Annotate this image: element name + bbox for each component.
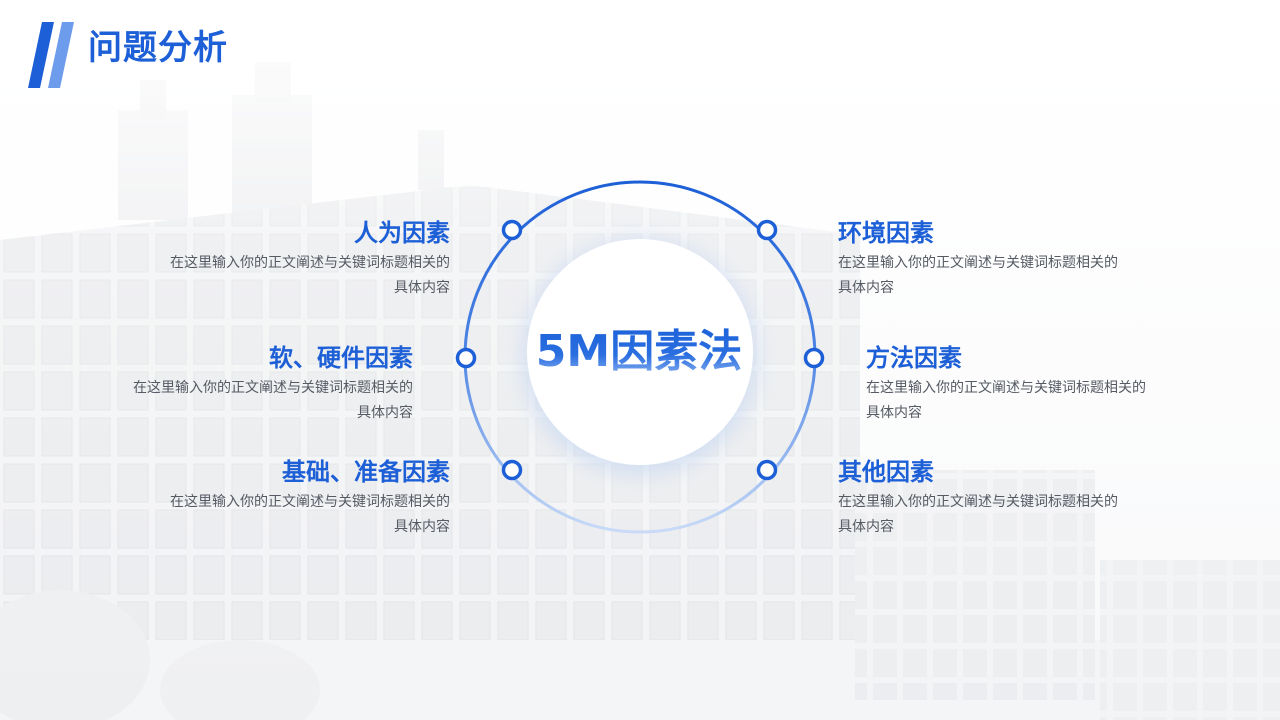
factor-desc-line2: 具体内容 [838, 280, 894, 296]
node-dot-5 [803, 347, 825, 369]
factor-desc-line2: 具体内容 [394, 519, 450, 535]
factor-desc-line2: 具体内容 [357, 405, 413, 421]
factor-desc-line1: 在这里输入你的正文阐述与关键词标题相关的 [133, 380, 413, 396]
factor-title: 方法因素 [866, 344, 962, 372]
factor-desc-line2: 具体内容 [838, 519, 894, 535]
factor-environment: 环境因素 在这里输入你的正文阐述与关键词标题相关的 具体内容 [838, 217, 1218, 301]
factor-title: 基础、准备因素 [282, 458, 450, 486]
factor-desc-line1: 在这里输入你的正文阐述与关键词标题相关的 [838, 494, 1118, 510]
factor-desc-line2: 具体内容 [394, 280, 450, 296]
title-decoration-icon [28, 22, 74, 88]
factor-hardware-software: 软、硬件因素 在这里输入你的正文阐述与关键词标题相关的 具体内容 [33, 342, 413, 426]
factor-desc-line1: 在这里输入你的正文阐述与关键词标题相关的 [838, 255, 1118, 271]
factor-title: 人为因素 [354, 219, 450, 247]
factor-method: 方法因素 在这里输入你的正文阐述与关键词标题相关的 具体内容 [866, 342, 1246, 426]
factor-desc-line1: 在这里输入你的正文阐述与关键词标题相关的 [170, 494, 450, 510]
factor-title: 环境因素 [838, 219, 934, 247]
node-dot-1 [501, 219, 523, 241]
inner-circle [527, 239, 753, 465]
factor-desc-line1: 在这里输入你的正文阐述与关键词标题相关的 [866, 380, 1146, 396]
factor-desc-line1: 在这里输入你的正文阐述与关键词标题相关的 [170, 255, 450, 271]
center-label: 5M因素法 [527, 322, 751, 382]
factor-desc-line2: 具体内容 [866, 405, 922, 421]
factor-foundation: 基础、准备因素 在这里输入你的正文阐述与关键词标题相关的 具体内容 [70, 456, 450, 540]
page-title: 问题分析 [88, 28, 228, 68]
node-dot-3 [501, 459, 523, 481]
factor-title: 软、硬件因素 [269, 344, 413, 372]
node-dot-4 [756, 219, 778, 241]
node-dot-2 [455, 347, 477, 369]
factor-human: 人为因素 在这里输入你的正文阐述与关键词标题相关的 具体内容 [70, 217, 450, 301]
factor-other: 其他因素 在这里输入你的正文阐述与关键词标题相关的 具体内容 [838, 456, 1218, 540]
node-dot-6 [756, 459, 778, 481]
factor-title: 其他因素 [838, 458, 934, 486]
